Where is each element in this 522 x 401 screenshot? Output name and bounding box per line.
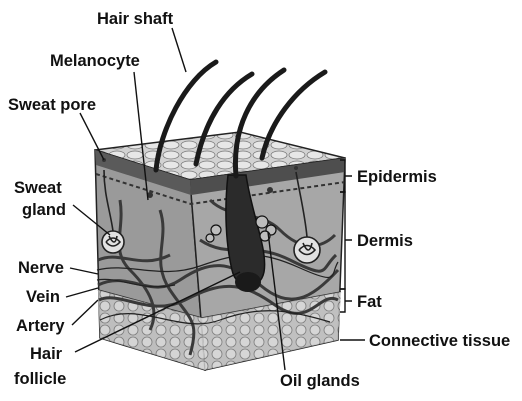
label-melanocyte: Melanocyte (50, 52, 140, 70)
label-sweat-gland-line2: gland (22, 201, 66, 219)
label-dermis: Dermis (357, 232, 413, 250)
label-vein: Vein (26, 288, 60, 306)
label-sweat-pore: Sweat pore (8, 96, 96, 114)
label-nerve: Nerve (18, 259, 64, 277)
label-artery: Artery (16, 317, 65, 335)
label-hair-follicle-line1: Hair (30, 345, 63, 363)
label-hair-follicle-line2: follicle (14, 370, 66, 388)
label-epidermis: Epidermis (357, 168, 437, 186)
label-fat: Fat (357, 293, 382, 311)
label-sweat-gland-line1: Sweat (14, 179, 62, 197)
label-oil-glands: Oil glands (280, 372, 360, 390)
label-hair-shaft: Hair shaft (97, 10, 174, 28)
label-connective-tissue: Connective tissue (369, 332, 510, 350)
